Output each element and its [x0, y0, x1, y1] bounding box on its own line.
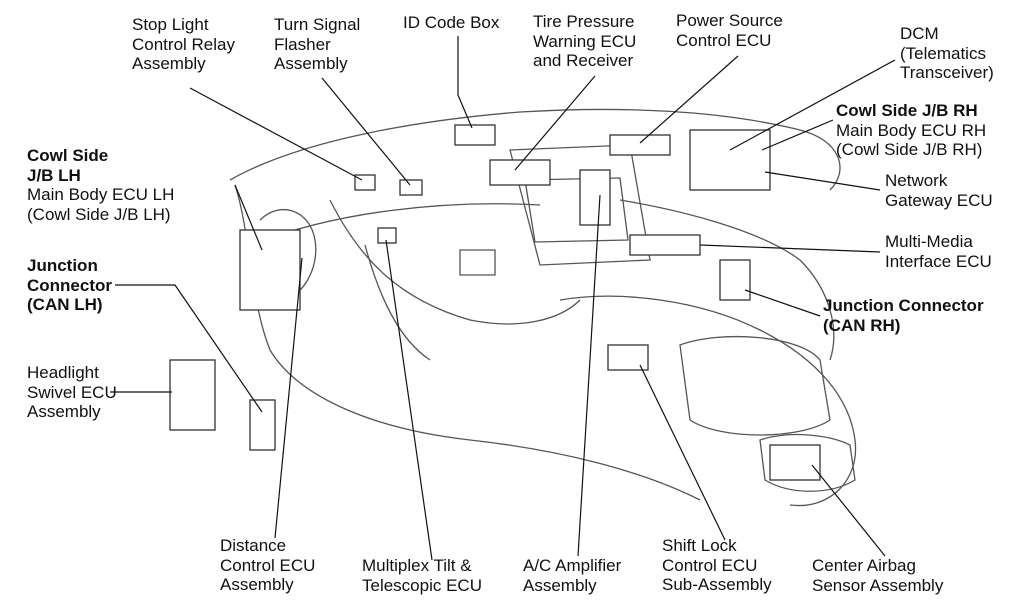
ac-amplifier-part: [579, 169, 611, 226]
label-line: Junction: [27, 256, 98, 275]
label-line: Power Source: [676, 11, 783, 30]
label-line: ID Code Box: [403, 13, 500, 32]
label-line: Multiplex Tilt &: [362, 556, 472, 575]
label-line: and Receiver: [533, 51, 634, 70]
label-line: (Cowl Side J/B LH): [27, 204, 171, 224]
label-line: Interface ECU: [885, 251, 992, 271]
label-line: Stop Light: [132, 15, 209, 34]
label-line: Shift Lock: [662, 536, 737, 555]
jc-lh-part: [249, 399, 276, 451]
multiplex-part: [377, 227, 397, 244]
flasher-part: [399, 179, 423, 196]
label-line: Turn Signal: [274, 15, 361, 34]
label-line: Assembly: [132, 54, 206, 73]
label-multiplex-tilt: Multiplex Tilt &Telescopic ECU: [362, 556, 482, 595]
label-id-code-box: ID Code Box: [403, 13, 499, 33]
label-line: Warning ECU: [533, 31, 637, 51]
label-line: (CAN RH): [823, 315, 901, 335]
label-line: Assembly: [274, 54, 348, 73]
label-line: (Cowl Side J/B RH): [836, 140, 983, 159]
headlight-swivel-part: [169, 359, 216, 431]
label-line: Multi-Media: [885, 232, 973, 251]
label-line: Network: [885, 171, 948, 190]
label-line: Sensor Assembly: [812, 575, 944, 595]
cowl-jb-lh-part: [239, 229, 301, 311]
label-line: Junction Connector: [823, 296, 984, 315]
label-line: Main Body ECU RH: [836, 120, 987, 140]
label-line: Tire Pressure: [533, 12, 635, 31]
label-line: Cowl Side J/B RH: [836, 101, 978, 120]
label-line: Transceiver): [900, 63, 994, 82]
label-line: DCM: [900, 24, 939, 43]
label-line: Assembly: [220, 575, 294, 594]
label-line: Cowl Side: [27, 146, 109, 165]
shift-lock-part: [607, 344, 649, 371]
tire-pressure-part: [489, 159, 551, 186]
cowl-jb-rh-part: [689, 129, 771, 191]
label-line: Control Relay: [132, 34, 235, 54]
label-line: Control ECU: [220, 555, 316, 575]
label-line: Telescopic ECU: [362, 575, 482, 595]
multimedia-part: [629, 234, 701, 256]
label-line: Sub-Assembly: [662, 575, 772, 594]
label-line: A/C Amplifier: [523, 556, 622, 575]
label-line: Gateway ECU: [885, 190, 993, 210]
id-code-box-part: [454, 124, 496, 146]
power-source-part: [609, 134, 671, 156]
label-line: Swivel ECU: [27, 382, 117, 402]
components: [169, 124, 821, 481]
jc-rh-part: [719, 259, 751, 301]
label-line: J/B LH: [27, 165, 81, 185]
label-line: Distance: [220, 536, 287, 555]
label-line: Control ECU: [676, 30, 772, 50]
label-line: Flasher: [274, 34, 331, 54]
label-line: (CAN LH): [27, 295, 103, 314]
label-junction-connector-rh: Junction Connector(CAN RH): [823, 296, 984, 335]
label-line: Assembly: [523, 575, 597, 595]
label-line: (Telematics: [900, 43, 986, 63]
label-line: Assembly: [27, 402, 101, 421]
label-line: Center Airbag: [812, 556, 916, 575]
leader-lines: [110, 36, 896, 561]
label-line: Connector: [27, 275, 112, 295]
airbag-sensor-part: [769, 444, 821, 481]
label-line: Control ECU: [662, 555, 758, 575]
label-line: Main Body ECU LH: [27, 185, 175, 204]
label-line: Headlight: [27, 363, 99, 382]
